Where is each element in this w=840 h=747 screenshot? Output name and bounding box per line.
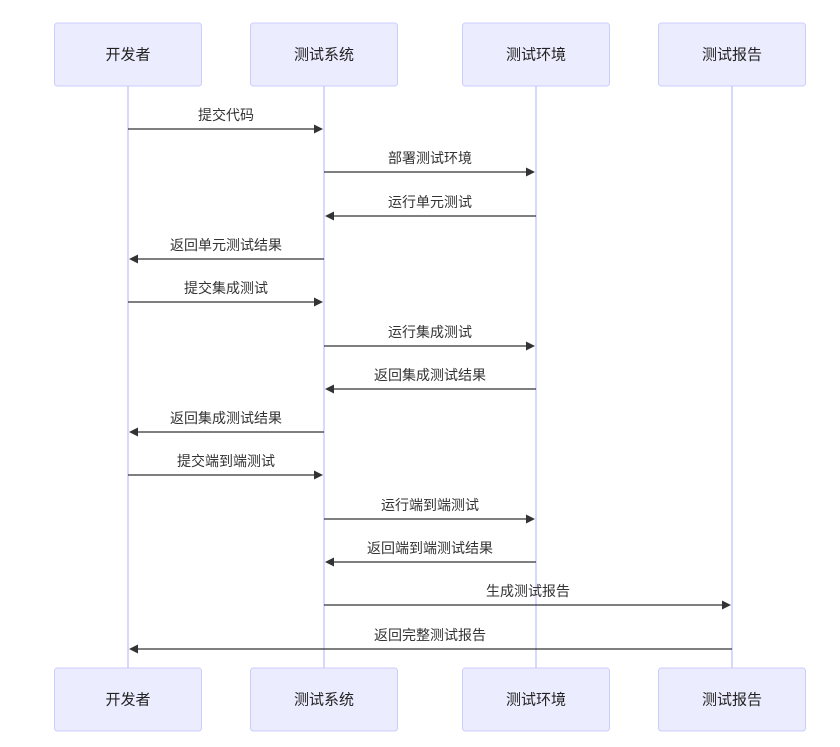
- message-label: 提交代码: [198, 107, 254, 124]
- arrowhead-icon: [526, 341, 535, 351]
- message-label: 返回单元测试结果: [170, 238, 282, 254]
- message-label: 返回集成测试结果: [374, 367, 486, 384]
- message-label: 运行端到端测试: [381, 498, 479, 514]
- arrowhead-icon: [526, 514, 535, 524]
- actor-box-dev-top[interactable]: [54, 22, 202, 87]
- actor-box-rep-bottom[interactable]: [658, 667, 806, 732]
- actor-label-sys-top: 测试系统: [294, 46, 354, 64]
- actor-box-sys-bottom[interactable]: [250, 667, 398, 732]
- arrowhead-icon: [314, 124, 323, 134]
- arrowhead-icon: [129, 644, 138, 654]
- arrowhead-icon: [526, 167, 535, 177]
- actor-label-rep-bottom: 测试报告: [702, 691, 762, 709]
- actor-label-dev-top: 开发者: [105, 46, 150, 64]
- actor-box-rep-top[interactable]: [658, 22, 806, 87]
- actor-box-env-top[interactable]: [462, 22, 610, 87]
- arrowhead-icon: [314, 470, 323, 480]
- arrowhead-icon: [129, 254, 138, 264]
- actor-label-rep-top: 测试报告: [702, 46, 762, 64]
- arrowhead-icon: [325, 384, 334, 394]
- message-label: 运行单元测试: [388, 195, 472, 211]
- arrowhead-icon: [722, 600, 731, 610]
- arrowhead-icon: [325, 211, 334, 221]
- actor-label-sys-bottom: 测试系统: [294, 691, 354, 709]
- message-label: 生成测试报告: [486, 584, 570, 600]
- message-label: 提交集成测试: [184, 280, 268, 297]
- actor-box-dev-bottom[interactable]: [54, 667, 202, 732]
- actor-box-env-bottom[interactable]: [462, 667, 610, 732]
- message-label: 返回完整测试报告: [374, 628, 486, 644]
- arrowhead-icon: [325, 557, 334, 567]
- actor-label-env-bottom: 测试环境: [506, 691, 566, 709]
- arrowhead-icon: [129, 427, 138, 437]
- message-label: 部署测试环境: [388, 151, 472, 167]
- actor-box-sys-top[interactable]: [250, 22, 398, 87]
- arrowhead-icon: [314, 297, 323, 307]
- message-label: 运行集成测试: [388, 324, 472, 341]
- message-label: 提交端到端测试: [177, 453, 275, 470]
- actor-label-dev-bottom: 开发者: [105, 691, 150, 709]
- actor-label-env-top: 测试环境: [506, 46, 566, 64]
- message-label: 返回端到端测试结果: [367, 541, 493, 557]
- message-label: 返回集成测试结果: [170, 410, 282, 427]
